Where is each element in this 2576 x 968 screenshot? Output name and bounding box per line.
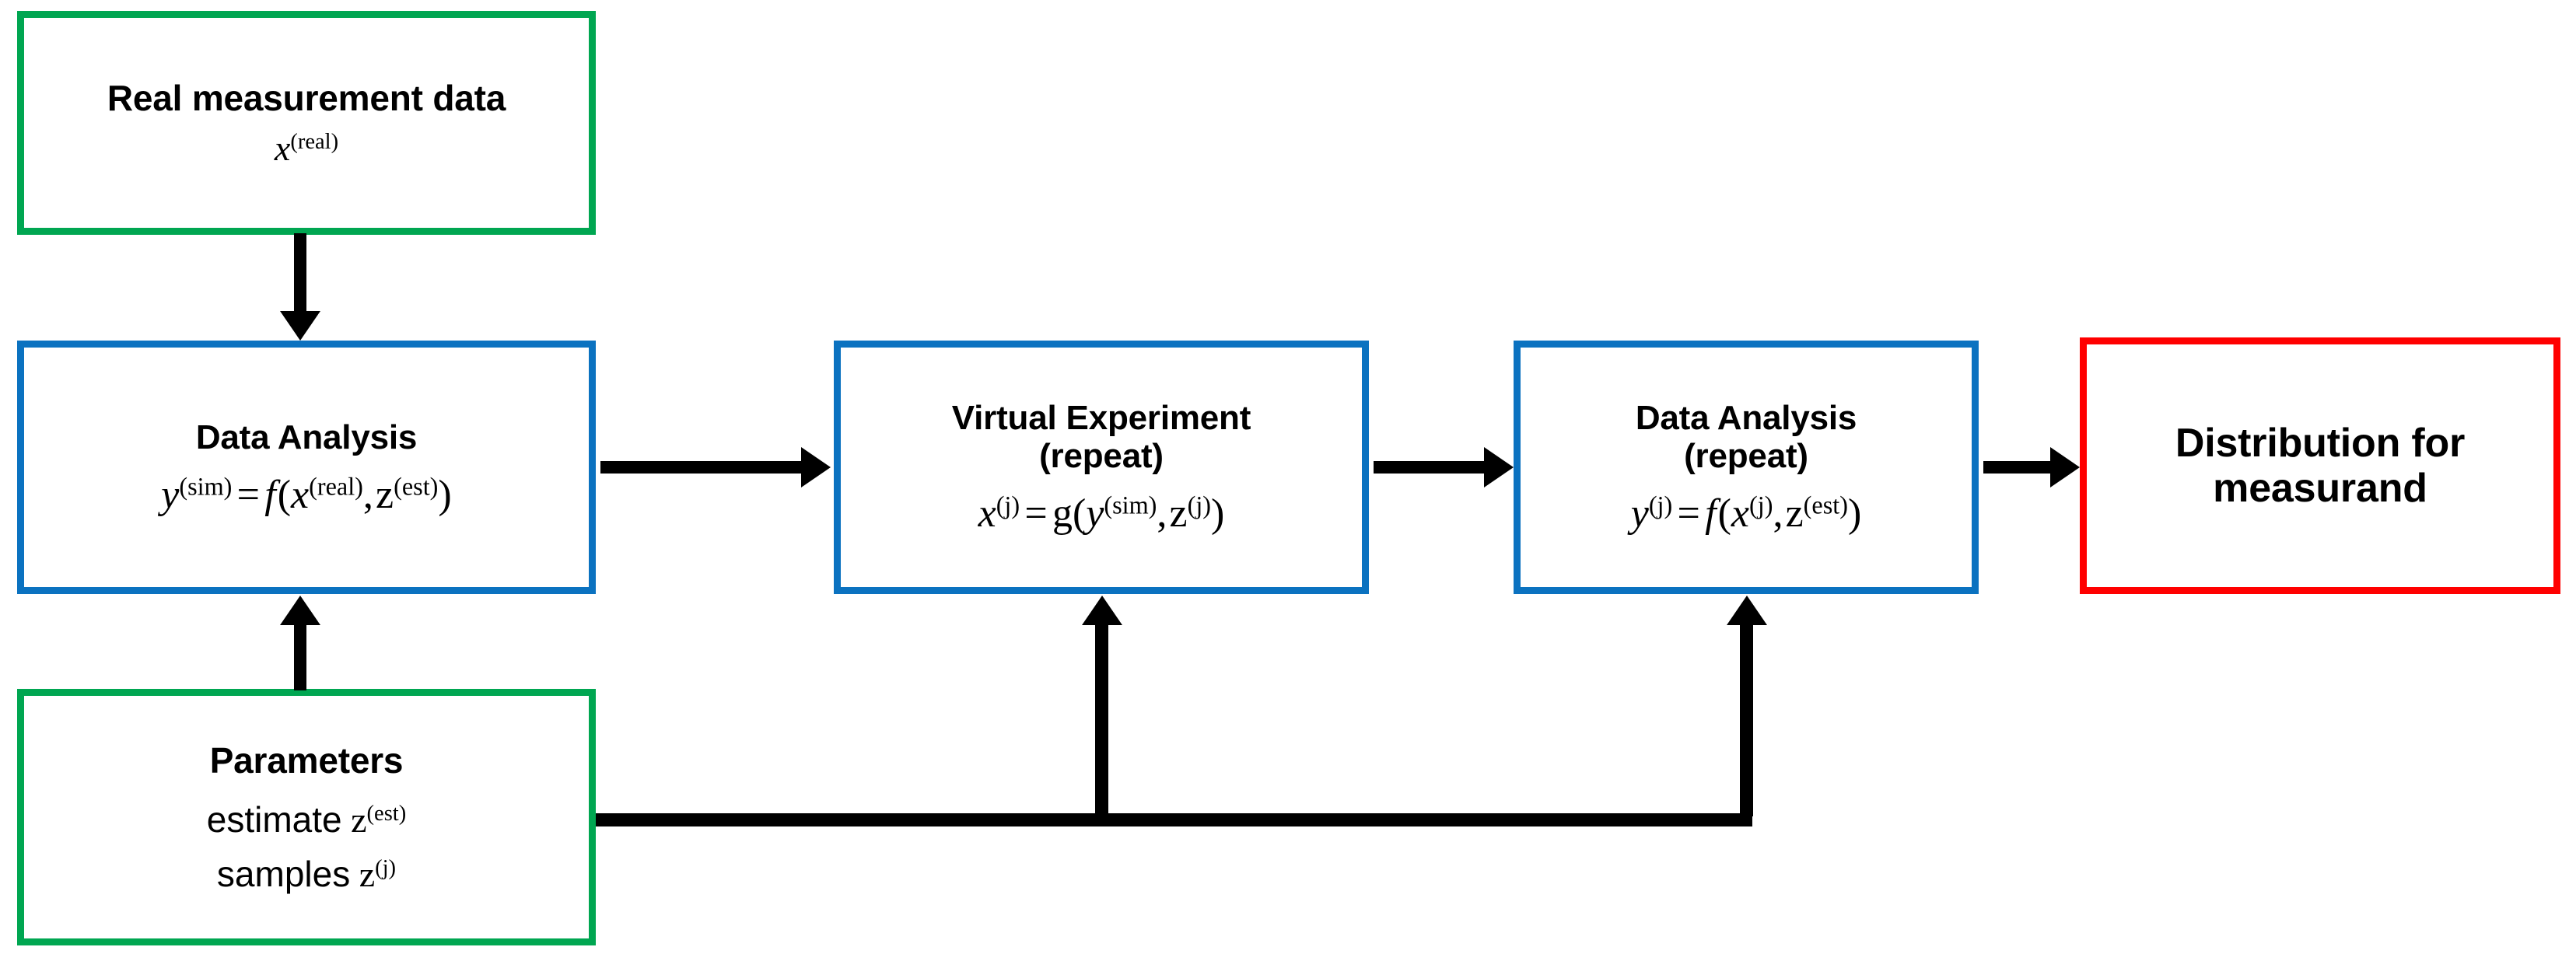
formula-arg1-sup: (sim) [1104, 491, 1157, 519]
formula-arg2-sup: (est) [394, 472, 439, 501]
formula-paren-open: ( [1717, 491, 1731, 536]
connector-parameters-bus-line [596, 813, 1752, 826]
connector-da1-to-ve-arrowhead [801, 447, 831, 487]
formula-paren-close: ) [1847, 491, 1862, 536]
formula-arg2-z: z [376, 472, 394, 517]
formula-arg1-x: x [291, 472, 310, 517]
parameters-estimate-sup: (est) [366, 802, 407, 826]
connector-da2-to-distribution-shaft [1983, 461, 2053, 474]
node-title-line2: (repeat) [1684, 437, 1808, 476]
formula-comma: , [362, 472, 373, 517]
node-title-line2: (repeat) [1039, 437, 1164, 476]
connector-parameters-to-da1-arrowhead [280, 596, 320, 625]
node-title: Data Analysis [195, 418, 418, 456]
formula-equals: = [236, 472, 260, 517]
connector-bus-to-da2-shaft [1740, 622, 1753, 816]
connector-bus-to-ve-arrowhead [1082, 596, 1122, 625]
formula-arg2-sup: (j) [1187, 491, 1212, 519]
formula-paren-close: ) [1211, 491, 1225, 536]
connector-real-data-to-data-analysis-shaft [294, 233, 306, 314]
connector-bus-to-da2-arrowhead [1727, 596, 1767, 625]
formula-paren-open: ( [277, 472, 292, 517]
node-real-measurement-data[interactable]: Real measurement data x(real) [17, 11, 596, 235]
formula-arg2-sup: (est) [1803, 491, 1848, 519]
connector-ve-to-da2-shaft [1374, 461, 1487, 474]
node-title: Parameters [209, 739, 404, 781]
formula-lhs-sup: (sim) [179, 472, 233, 501]
formula-lhs-y: y [161, 472, 180, 517]
formula-lhs-x: x [978, 491, 996, 536]
formula-arg1-sup: (real) [309, 472, 363, 501]
connector-da1-to-ve-shaft [600, 461, 804, 474]
node-data-analysis-1[interactable]: Data Analysis y(sim)=f(x(real),z(est)) [17, 341, 596, 594]
connector-real-data-to-data-analysis-arrowhead [280, 311, 320, 341]
node-title-line1: Distribution for [2175, 420, 2466, 466]
formula-arg2-z: z [1785, 491, 1804, 536]
node-formula: x(j)=g(y(sim),z(j)) [978, 492, 1225, 536]
parameters-estimate-label: estimate [206, 799, 342, 840]
connector-parameters-to-da1-shaft [294, 622, 306, 690]
formula-lhs-y: y [1630, 491, 1649, 536]
formula-paren-open: ( [1072, 491, 1087, 536]
formula-var-x: x [274, 128, 291, 169]
formula-paren-close: ) [438, 472, 452, 517]
connector-da2-to-distribution-arrowhead [2050, 447, 2080, 487]
parameters-samples-label: samples [216, 853, 351, 894]
node-formula: y(j)=f(x(j),z(est)) [1631, 492, 1862, 536]
parameters-samples-sup: (j) [375, 855, 397, 880]
formula-function-g: g [1052, 491, 1073, 536]
node-formula: x(real) [275, 129, 338, 167]
node-data-analysis-2[interactable]: Data Analysis (repeat) y(j)=f(x(j),z(est… [1514, 341, 1979, 594]
parameters-samples-symbol: z [359, 854, 376, 894]
node-formula: y(sim)=f(x(real),z(est)) [161, 474, 451, 517]
connector-bus-to-ve-shaft [1095, 622, 1108, 816]
formula-comma: , [1157, 491, 1167, 536]
formula-arg1-y: y [1086, 491, 1104, 536]
node-title-line1: Virtual Experiment [951, 398, 1251, 437]
formula-function-f: f [1705, 491, 1717, 536]
node-title-line1: Data Analysis [1635, 398, 1857, 437]
formula-comma: , [1773, 491, 1783, 536]
formula-equals: = [1024, 491, 1048, 536]
formula-lhs-sup: (j) [1648, 491, 1673, 519]
formula-equals: = [1677, 491, 1700, 536]
formula-function-f: f [264, 472, 276, 517]
node-parameters[interactable]: Parameters estimate z(est) samples z(j) [17, 689, 596, 945]
formula-arg1-x: x [1731, 491, 1750, 536]
parameters-estimate-line: estimate z(est) [207, 801, 406, 839]
node-virtual-experiment[interactable]: Virtual Experiment (repeat) x(j)=g(y(sim… [834, 341, 1369, 594]
node-title: Real measurement data [107, 77, 506, 118]
formula-lhs-sup: (j) [996, 491, 1020, 519]
formula-arg1-sup: (j) [1749, 491, 1773, 519]
parameters-samples-line: samples z(j) [217, 855, 396, 893]
connector-ve-to-da2-arrowhead [1484, 447, 1514, 487]
formula-sup-real: (real) [290, 130, 339, 155]
node-title-line2: measurand [2213, 466, 2427, 511]
formula-arg2-z: z [1169, 491, 1188, 536]
parameters-estimate-symbol: z [351, 800, 367, 840]
node-distribution-for-measurand[interactable]: Distribution for measurand [2080, 337, 2560, 594]
